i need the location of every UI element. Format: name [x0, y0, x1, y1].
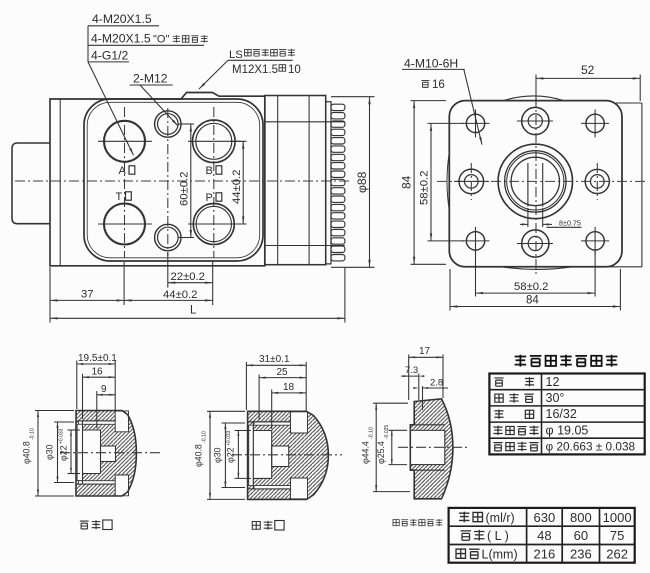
svg-text:2.8: 2.8	[430, 378, 443, 389]
svg-text:31±0.1: 31±0.1	[259, 354, 290, 365]
svg-text:16/32: 16/32	[546, 407, 577, 421]
svg-text:262: 262	[606, 546, 628, 561]
svg-text:52: 52	[581, 63, 595, 77]
svg-text:"O": "O"	[153, 34, 169, 46]
svg-text:4-G1/2: 4-G1/2	[91, 49, 128, 63]
svg-text:φ40.8: φ40.8	[22, 441, 32, 464]
svg-text:44±0.2: 44±0.2	[163, 289, 197, 301]
svg-text:19.5±0.1: 19.5±0.1	[78, 353, 117, 364]
svg-text:16: 16	[92, 366, 104, 377]
svg-text:84: 84	[400, 175, 414, 189]
svg-text:M12X1.5: M12X1.5	[232, 64, 278, 76]
svg-text:-0.10: -0.10	[202, 431, 208, 443]
svg-text:8±0.75: 8±0.75	[559, 219, 581, 228]
svg-text:37: 37	[81, 289, 94, 301]
svg-text:84: 84	[526, 295, 539, 307]
svg-text:58±0.2: 58±0.2	[418, 171, 430, 205]
svg-text:16: 16	[432, 79, 445, 91]
svg-text:75: 75	[610, 528, 624, 543]
svg-text:φ22: φ22	[58, 445, 68, 461]
svg-text:φ 20.663 ± 0.038: φ 20.663 ± 0.038	[546, 440, 636, 454]
svg-text:25: 25	[277, 367, 289, 378]
svg-text:216: 216	[534, 546, 556, 561]
svg-text:(ml/r): (ml/r)	[486, 511, 515, 525]
svg-text:( L ): ( L )	[487, 529, 509, 543]
svg-text:30°: 30°	[546, 391, 565, 405]
svg-text:φ 19.05: φ 19.05	[546, 423, 589, 437]
svg-text:φ44.4: φ44.4	[361, 441, 371, 464]
svg-text:12: 12	[546, 375, 560, 389]
svg-text:22±0.2: 22±0.2	[171, 271, 205, 283]
svg-text:+0.033: +0.033	[226, 430, 232, 446]
svg-text:L(mm): L(mm)	[482, 547, 518, 561]
svg-text:236: 236	[570, 546, 592, 561]
svg-text:58±0.2: 58±0.2	[514, 281, 548, 293]
svg-text:+0.033: +0.033	[59, 428, 65, 444]
svg-text:1000: 1000	[603, 510, 632, 525]
svg-text:φ30: φ30	[45, 444, 55, 460]
svg-text:A: A	[119, 165, 127, 177]
svg-text:P: P	[206, 192, 213, 204]
svg-text:60±0.2: 60±0.2	[178, 172, 190, 206]
svg-text:2-M12: 2-M12	[133, 71, 168, 85]
svg-text:60: 60	[574, 528, 588, 543]
svg-text:L: L	[190, 305, 197, 317]
svg-text:630: 630	[534, 510, 556, 525]
svg-text:4-M20X1.5: 4-M20X1.5	[92, 12, 152, 26]
svg-text:φ25.4: φ25.4	[376, 441, 386, 464]
svg-text:10: 10	[288, 64, 301, 76]
svg-text:800: 800	[570, 510, 592, 525]
svg-text:4-M20X1.5: 4-M20X1.5	[91, 32, 151, 46]
svg-text:φ88: φ88	[355, 171, 369, 193]
svg-text:LS: LS	[229, 49, 243, 61]
svg-text:44±0.2: 44±0.2	[231, 170, 243, 204]
svg-text:φ40.8: φ40.8	[194, 444, 204, 467]
svg-text:4-M10-6H: 4-M10-6H	[404, 56, 458, 70]
svg-text:B: B	[206, 165, 213, 177]
svg-text:-0.025: -0.025	[384, 425, 390, 439]
svg-text:φ30: φ30	[212, 447, 222, 463]
svg-text:-0.10: -0.10	[369, 427, 375, 439]
svg-text:18: 18	[283, 382, 295, 393]
svg-text:9: 9	[101, 384, 107, 395]
svg-text:48: 48	[537, 528, 551, 543]
svg-text:17: 17	[419, 346, 431, 357]
svg-text:T: T	[116, 191, 123, 203]
svg-text:-0.10: -0.10	[30, 428, 36, 440]
svg-text:φ22: φ22	[226, 447, 236, 463]
svg-text:7.3: 7.3	[405, 365, 418, 376]
